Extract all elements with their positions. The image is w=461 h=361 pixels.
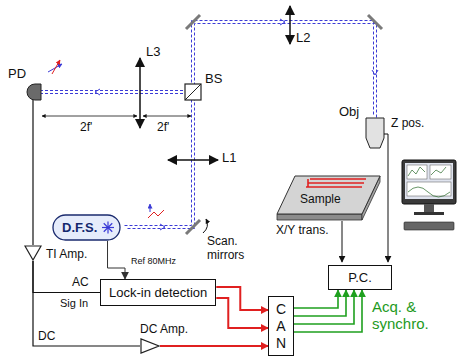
edge-label: Ref 80MHz [130,256,177,266]
screen-plot [430,165,451,179]
beam-line [128,24,377,229]
laser-body [53,215,120,240]
connector [294,290,354,324]
dimension-line [42,116,137,117]
part-label: Z pos. [391,116,424,130]
amplifier-symbol [140,338,160,354]
wire [32,100,33,245]
laser-spark [104,223,108,227]
mirrors [186,15,382,234]
beam-line [41,93,193,94]
keyboard [404,222,454,230]
signal-name: Sig In [60,297,88,309]
monitor-screen [405,163,453,199]
node-text: DC Amp. [140,322,188,336]
dimension-label: 2f' [80,120,92,134]
node-text: P.C. [335,270,385,285]
signal-name: DC [38,329,55,343]
mirror [186,15,200,29]
node-text: Lock-in detection [109,285,207,300]
node-text: C A N [274,301,288,351]
part-label: PD [8,66,26,81]
rotation-arrow [203,219,207,233]
process-box: C A N [268,296,294,356]
stage-side [277,214,362,220]
polarization-arrow [150,204,151,212]
amplifier-triangle [25,246,41,260]
beam-splitter [185,84,201,100]
monitor-stand [424,204,434,212]
connector [216,298,268,328]
dimension-label: 2f' [157,120,169,134]
polarization-arrow [52,60,60,74]
lens-symbol [168,159,218,161]
monitor-base [414,212,444,215]
lens-symbol [139,58,141,128]
note-label: Acq. & synchro. [372,298,454,332]
connector [294,290,338,308]
node-text: D.F.S. [62,220,97,235]
lens-symbol [289,6,291,44]
direction-mark [95,89,100,95]
screen-plot [407,182,451,196]
part-label: X/Y trans. [276,223,328,237]
objective [366,118,384,148]
part-label: Scan. mirrors [207,234,259,262]
amplifier: DC Amp. [140,322,188,354]
laser-spark [104,228,108,232]
part-label: L1 [222,150,236,165]
laser-beam [41,21,377,229]
connector [108,241,125,279]
direction-mark [160,224,165,230]
laser-spark [108,228,112,232]
photodiode [27,84,41,100]
process-box: P.C. [328,265,392,290]
signal-name: AC [72,275,89,289]
direction-mark [372,70,378,75]
translation-stage [277,176,380,214]
beam-line [41,90,193,91]
part-label: Sample [300,192,341,206]
amplifier-triangle [141,339,159,353]
beam-splitter-face [185,84,201,100]
laser-spark [108,223,112,227]
monitor [402,160,456,204]
scan-mirror [186,220,200,234]
connector [33,261,100,293]
connector [294,290,346,316]
part-label: BS [205,71,222,86]
screen-trace [408,167,450,197]
signal-line [342,221,343,262]
laser-source: D.F.S. [52,214,121,241]
process-box: Lock-in detection [100,279,216,306]
connector [294,290,362,332]
dimension-line [143,116,191,117]
amplifier-symbol [24,245,42,261]
beam-line [125,21,374,226]
node-text: TI Amp. [46,247,87,261]
amplifier: TI Amp. [24,245,87,261]
connector [160,345,268,347]
mirror [368,15,382,29]
part-label: L3 [146,44,160,59]
part-label: Obj [339,104,359,119]
beam-direction [95,19,378,230]
direction-mark [280,19,285,25]
signal-line [384,134,388,262]
sample-pattern [306,179,366,187]
part-label: L2 [296,30,310,45]
